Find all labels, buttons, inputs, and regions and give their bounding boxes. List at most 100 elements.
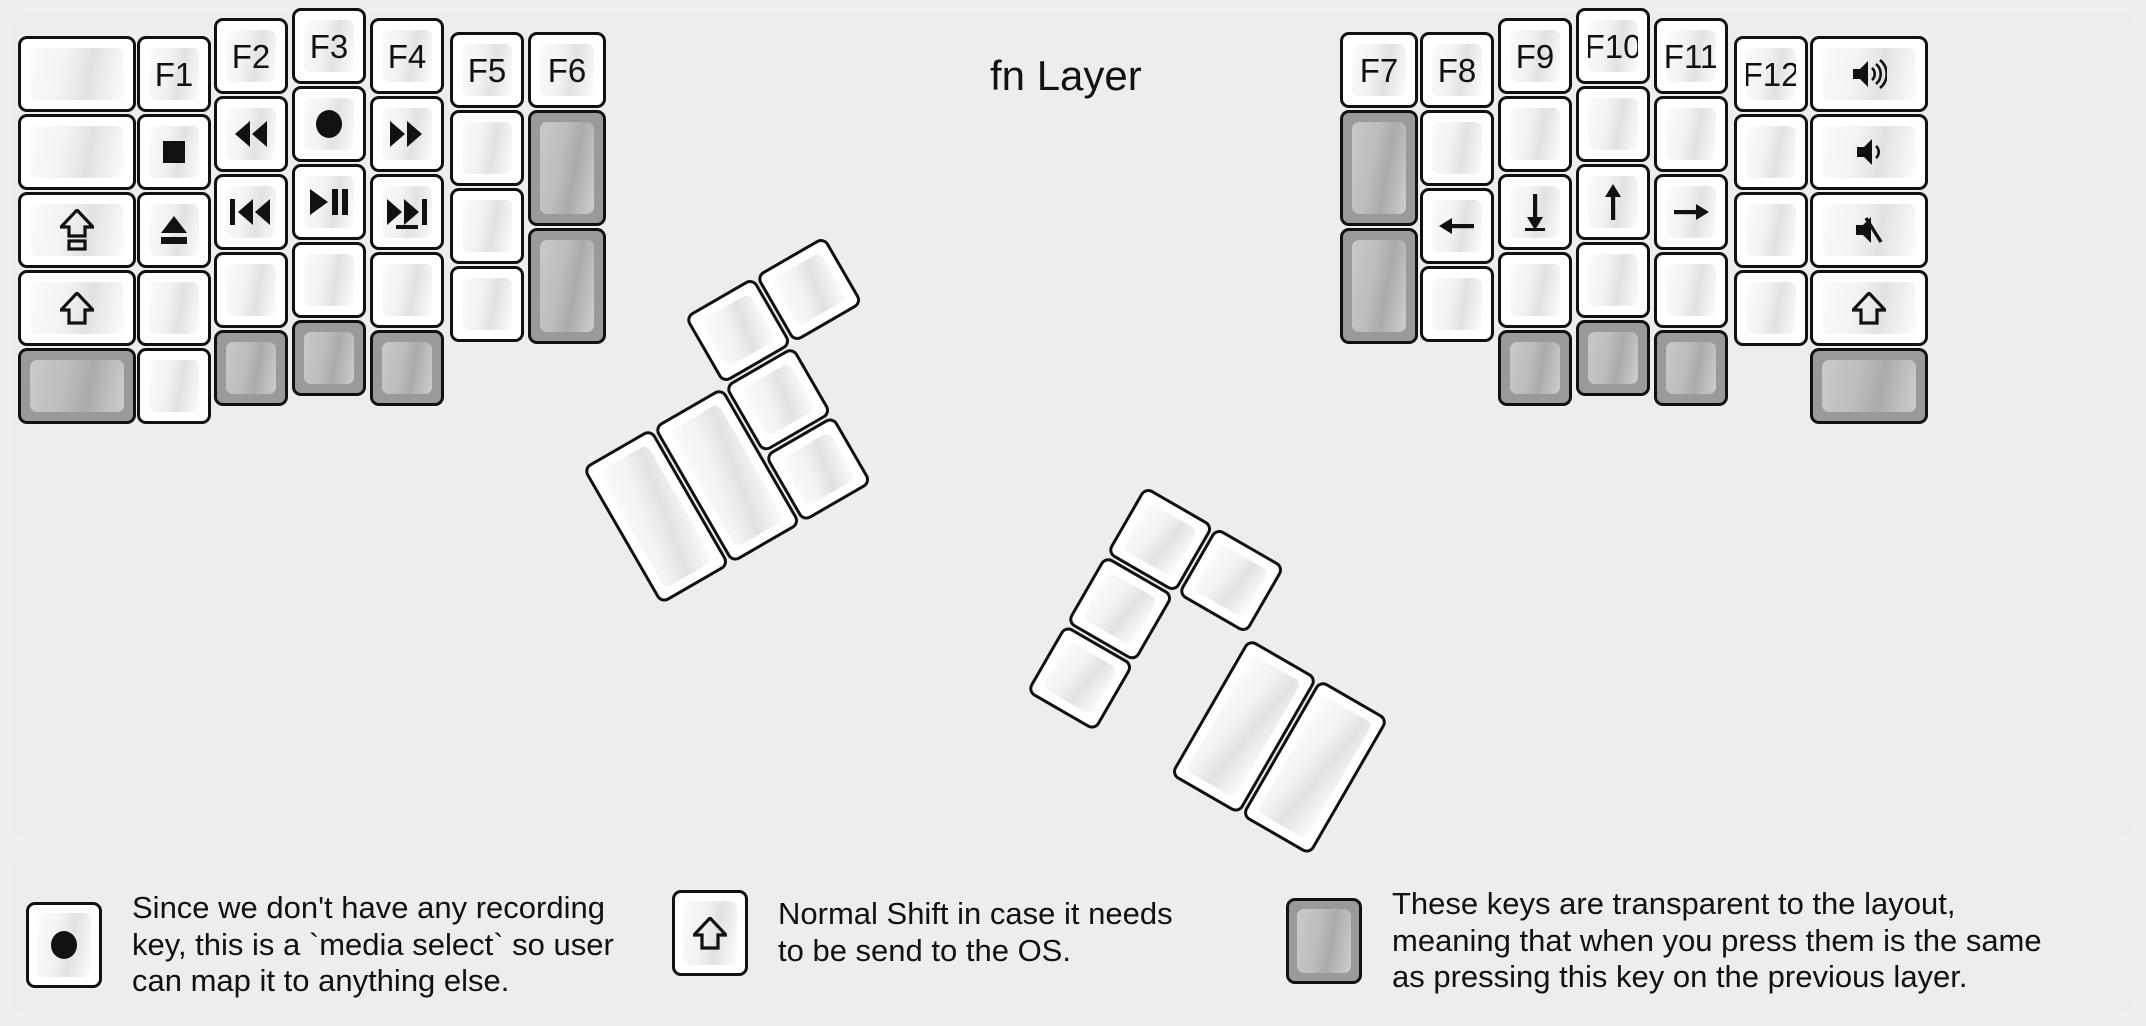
key-col-outer-left-row1[interactable] [18,36,136,112]
shift-icon [693,916,727,950]
key-col-f2-row5[interactable] [214,330,288,406]
play-pause-icon [304,176,354,228]
key-col-f1-row3[interactable] [137,192,211,268]
legend-sample-key-2[interactable] [672,890,748,976]
key-col-f9-row2[interactable] [1498,96,1572,172]
key-col-f11-row2[interactable] [1654,96,1728,172]
key-col-f3-row2[interactable] [292,86,366,162]
keycap-face: F1 [149,48,199,100]
keycap-face [1746,204,1796,256]
key-col-f1-row1[interactable]: F1 [137,36,211,112]
key-col-f2-row2[interactable] [214,96,288,172]
key-col-f4-row4[interactable] [370,252,444,328]
keycap-face [1666,186,1716,238]
key-label: F9 [1515,37,1555,75]
mute-icon [1822,204,1916,256]
keycap-face [462,200,512,252]
key-col-f11-row1[interactable]: F11 [1654,18,1728,94]
key-col-f11-row4[interactable] [1654,252,1728,328]
key-col-outer-right-row1[interactable] [1810,36,1928,112]
key-col-f10-row1[interactable]: F10 [1576,8,1650,84]
keycap-face [1746,126,1796,178]
key-col-f12-row1[interactable]: F12 [1734,36,1808,112]
key-col-f12-row3[interactable] [1734,192,1808,268]
legend-sample-key-1[interactable] [26,901,102,988]
keycap-face [226,186,276,238]
keycap-face [1193,543,1269,618]
key-col-f4-row2[interactable] [370,96,444,172]
key-col-f8-row1[interactable]: F8 [1420,32,1494,108]
key-col-f3-row3[interactable] [292,164,366,240]
legend-panel [12,856,2134,1014]
key-col-f8-row3[interactable] [1420,188,1494,264]
legend-sample-key-3[interactable] [1286,897,1362,984]
keycap-face [683,901,737,965]
keycap-face [226,264,276,316]
key-col-outer-left-row4[interactable] [18,270,136,346]
key-label: F3 [309,27,349,65]
key-col-f6-row3[interactable] [528,228,606,344]
key-col-f4-row5[interactable] [370,330,444,406]
key-col-f8-row4[interactable] [1420,266,1494,342]
key-col-f6-row2[interactable] [528,110,606,226]
key-col-outer-right-row3[interactable] [1810,192,1928,268]
key-col-f4-row3[interactable] [370,174,444,250]
key-col-f12-row4[interactable] [1734,270,1808,346]
key-col-f11-row3[interactable] [1654,174,1728,250]
key-col-f10-row2[interactable] [1576,86,1650,162]
stop-icon [149,126,199,178]
volume-down-icon [1822,126,1916,178]
key-col-f1-row5[interactable] [137,348,211,424]
keycap-face [1822,360,1916,412]
keycap-face: F7 [1352,44,1406,96]
key-col-f2-row3[interactable] [214,174,288,250]
keycap-face: F3 [304,20,354,72]
key-col-f5-row1[interactable]: F5 [450,32,524,108]
key-col-f10-row4[interactable] [1576,242,1650,318]
keycap-face [1666,108,1716,160]
key-label: F12 [1746,55,1796,93]
keycap-face [1432,200,1482,252]
key-col-f7-row3[interactable] [1340,228,1418,344]
keycap-face [1746,282,1796,334]
key-col-f3-row4[interactable] [292,242,366,318]
key-col-outer-left-row5[interactable] [18,348,136,424]
key-col-outer-left-row3[interactable] [18,192,136,268]
key-col-f10-row5[interactable] [1576,320,1650,396]
key-label: F7 [1359,51,1399,89]
key-col-f5-row3[interactable] [450,188,524,264]
key-col-outer-right-row2[interactable] [1810,114,1928,190]
key-col-f3-row5[interactable] [292,320,366,396]
caps-lock-icon [30,204,124,256]
arrow-left-icon [1432,200,1482,252]
key-col-f2-row4[interactable] [214,252,288,328]
key-col-f9-row3[interactable] [1498,174,1572,250]
key-col-f5-row4[interactable] [450,266,524,342]
key-col-f2-row1[interactable]: F2 [214,18,288,94]
key-col-f1-row2[interactable] [137,114,211,190]
keycap-face [382,108,432,160]
key-col-f11-row5[interactable] [1654,330,1728,406]
key-col-f7-row2[interactable] [1340,110,1418,226]
key-col-f1-row4[interactable] [137,270,211,346]
key-col-f4-row1[interactable]: F4 [370,18,444,94]
key-col-outer-right-row4[interactable] [1810,270,1928,346]
key-col-outer-left-row2[interactable] [18,114,136,190]
key-col-f12-row2[interactable] [1734,114,1808,190]
key-col-f9-row1[interactable]: F9 [1498,18,1572,94]
keycap-face [382,264,432,316]
key-col-f7-row1[interactable]: F7 [1340,32,1418,108]
key-col-f5-row2[interactable] [450,110,524,186]
keycap-face [771,252,847,327]
key-col-f3-row1[interactable]: F3 [292,8,366,84]
keycap-face [149,360,199,412]
key-col-f9-row5[interactable] [1498,330,1572,406]
key-col-f6-row1[interactable]: F6 [528,32,606,108]
keycap-face [1082,571,1158,647]
key-col-f8-row2[interactable] [1420,110,1494,186]
key-label: F4 [387,37,427,75]
key-col-f10-row3[interactable] [1576,164,1650,240]
key-col-outer-right-row5[interactable] [1810,348,1928,424]
key-col-f9-row4[interactable] [1498,252,1572,328]
